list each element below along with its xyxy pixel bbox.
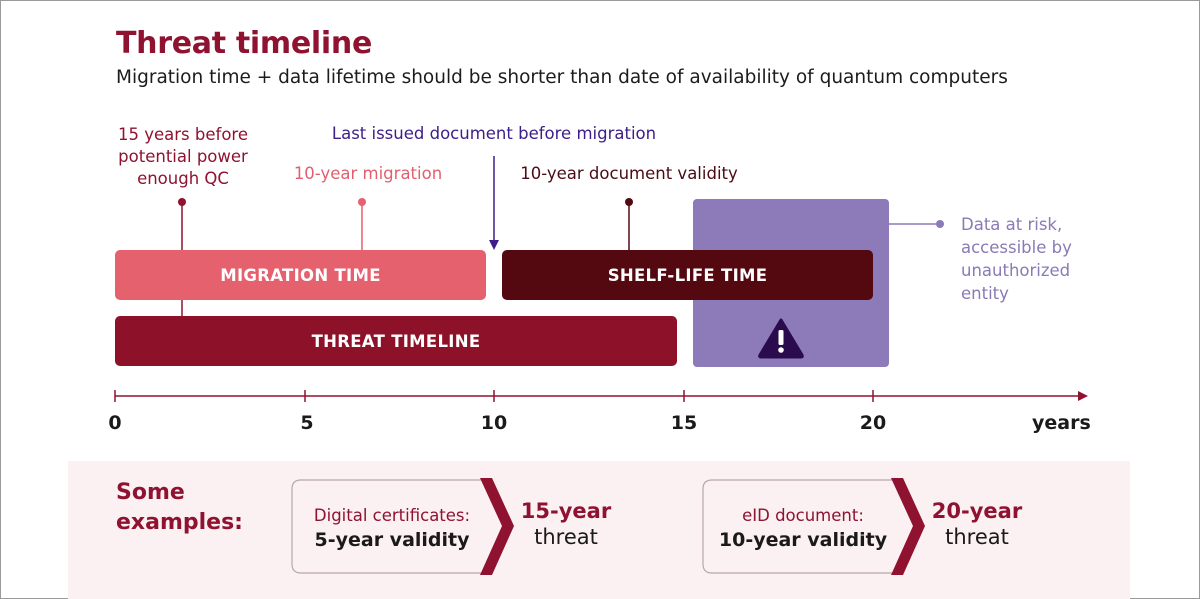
risk-annotation-line: Data at risk, (961, 215, 1063, 234)
axis-arrowhead (1078, 391, 1088, 401)
example-result-value: 20-year (931, 499, 1023, 523)
migration-marker-dot (358, 198, 366, 206)
risk-annotation-line: entity (961, 284, 1009, 303)
last-issued-arrowhead (489, 240, 499, 250)
axis-tick-label: 15 (670, 412, 698, 434)
validity-annotation: 10-year document validity (520, 164, 738, 183)
qc-annotation-line: potential power (118, 147, 248, 166)
page-title: Threat timeline (116, 26, 372, 61)
examples-heading-line: examples: (116, 510, 243, 535)
example-result-label: threat (945, 525, 1009, 549)
examples-panel (68, 461, 1130, 599)
shelf-life-time-bar: SHELF-LIFE TIME (502, 250, 873, 300)
example-box-outline (291, 479, 485, 574)
last-issued-annotation: Last issued document before migration (331, 124, 657, 143)
qc-annotation: 15 years before potential power enough Q… (98, 124, 268, 190)
risk-annotation: Data at risk, accessible by unauthorized… (961, 213, 1121, 305)
axis-tick-label: 0 (108, 412, 122, 434)
example-item-title: eID document: (742, 506, 864, 525)
example-certificates: Digital certificates: 5-year validity (296, 506, 488, 551)
example-chevron-arrow (891, 478, 925, 575)
qc-annotation-line: enough QC (137, 169, 229, 188)
axis-tick-label: 20 (859, 412, 887, 434)
example-box-outline (702, 479, 896, 574)
threat-timeline-bar: THREAT TIMELINE (115, 316, 677, 366)
risk-annotation-line: unauthorized (961, 261, 1071, 280)
qc-annotation-line: 15 years before (118, 125, 248, 144)
example-eid-result: 20-year threat (925, 499, 1029, 549)
axis-tick-label: 10 (480, 412, 508, 434)
example-item-title: Digital certificates: (313, 506, 471, 525)
migration-annotation: 10-year migration (293, 164, 443, 183)
validity-marker-dot (625, 198, 633, 206)
example-result-value: 15-year (520, 499, 612, 523)
example-item-validity: 10-year validity (718, 529, 888, 551)
examples-heading-line: Some (116, 480, 185, 505)
example-certificates-result: 15-year threat (514, 499, 618, 549)
examples-heading: Some examples: (116, 478, 243, 538)
shelf-life-time-label: SHELF-LIFE TIME (607, 265, 768, 285)
warning-icon (758, 318, 804, 359)
example-result-label: threat (534, 525, 598, 549)
risk-marker-dot (936, 220, 944, 228)
migration-time-bar: MIGRATION TIME (115, 250, 486, 300)
migration-time-label: MIGRATION TIME (220, 265, 381, 285)
threat-timeline-label: THREAT TIMELINE (311, 331, 481, 351)
example-chevron-arrow (480, 478, 514, 575)
example-eid: eID document: 10-year validity (707, 506, 899, 551)
axis-unit-label: years (1032, 412, 1091, 434)
risk-annotation-line: accessible by (961, 238, 1072, 257)
example-item-validity: 5-year validity (314, 529, 470, 551)
page-subtitle: Migration time + data lifetime should be… (116, 67, 1008, 88)
qc-marker-dot (178, 198, 186, 206)
axis-tick-label: 5 (300, 412, 314, 434)
